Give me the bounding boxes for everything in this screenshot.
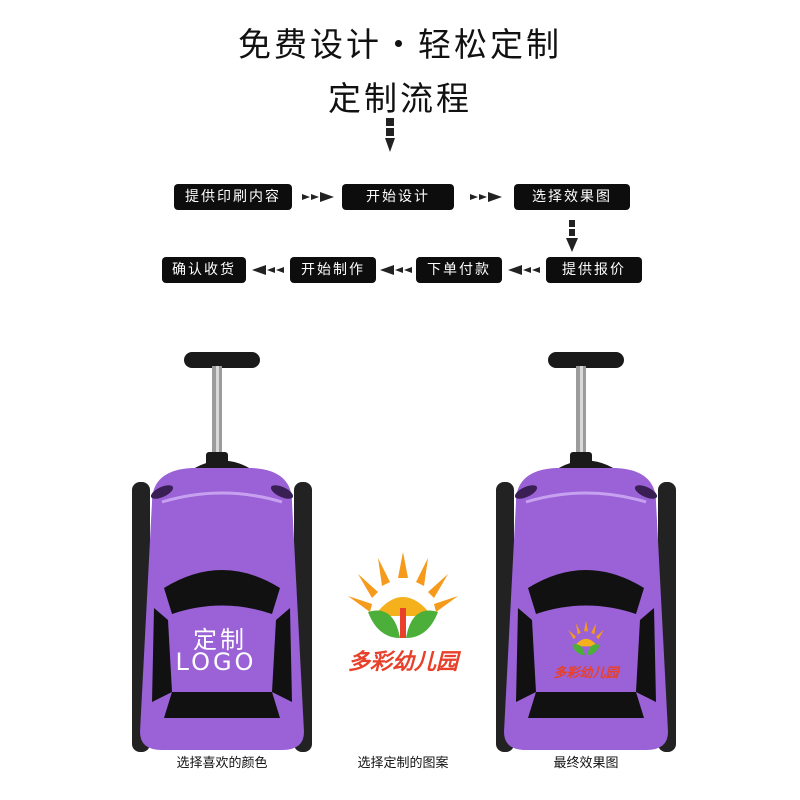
step-confirm-receipt: 确认收货 <box>162 257 246 283</box>
page-title: 免费设计・轻松定制 <box>238 25 562 64</box>
caption-choose-color: 选择喜欢的颜色 <box>176 756 268 771</box>
arrow-left-icon <box>380 265 412 275</box>
kindergarten-name-small: 多彩幼儿园 <box>553 666 619 681</box>
step-start-production: 开始制作 <box>290 257 376 283</box>
suitcase-left: 定制 LOGO <box>122 352 322 752</box>
arrow-left-icon <box>508 265 540 275</box>
step-start-design: 开始设计 <box>342 184 454 210</box>
step-choose-effect: 选择效果图 <box>514 184 630 210</box>
arrow-right-icon <box>470 192 502 202</box>
arrow-down-icon <box>385 118 395 152</box>
car-suitcase-image <box>132 352 312 752</box>
arrow-down-icon <box>566 220 578 252</box>
caption-choose-pattern: 选择定制的图案 <box>357 756 449 771</box>
page-subtitle: 定制流程 <box>328 79 472 118</box>
car-suitcase-image <box>496 352 676 752</box>
step-place-order: 下单付款 <box>416 257 502 283</box>
arrow-left-icon <box>252 265 284 275</box>
sun-sprout-logo-icon <box>348 552 458 638</box>
custom-text-line1: 定制 <box>193 626 247 654</box>
step-provide-quote: 提供报价 <box>546 257 642 283</box>
custom-text-line2: LOGO <box>175 648 257 676</box>
kindergarten-logo: 多彩幼儿园 <box>338 550 468 680</box>
caption-final-effect: 最终效果图 <box>553 756 619 771</box>
step-provide-content: 提供印刷内容 <box>174 184 292 210</box>
kindergarten-name: 多彩幼儿园 <box>347 650 458 675</box>
arrow-right-icon <box>302 192 334 202</box>
suitcase-right: 多彩幼儿园 <box>486 352 686 752</box>
